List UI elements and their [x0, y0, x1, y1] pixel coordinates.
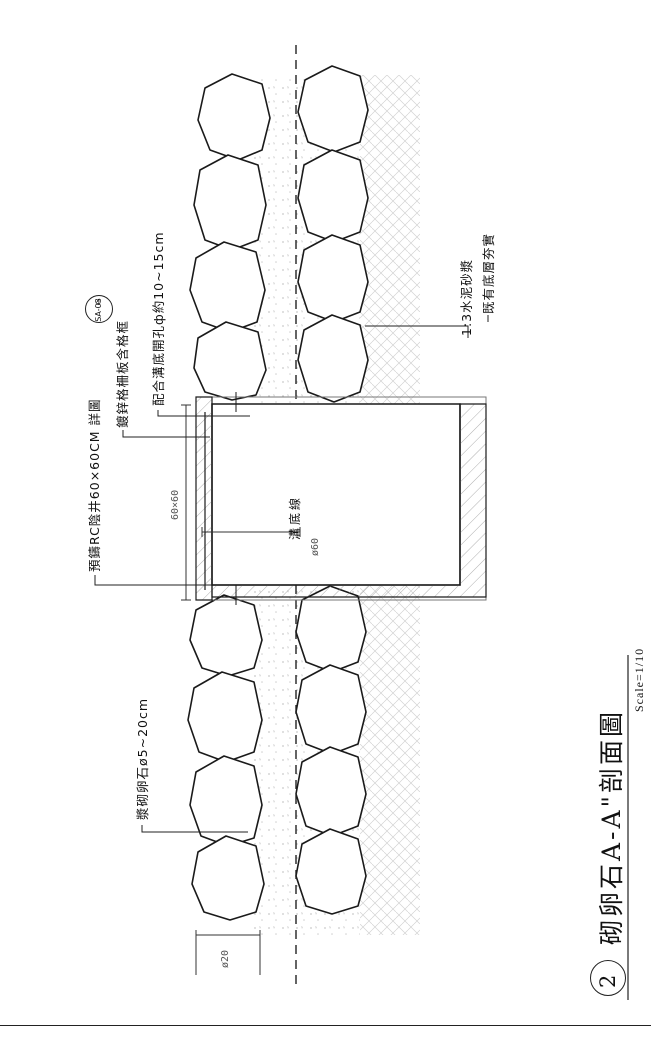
- catch-basin: [195, 392, 487, 605]
- upper-cobblestone-row: [187, 73, 271, 921]
- drawing-number: 2: [596, 974, 620, 988]
- note-drain-holes: 配合溝底開孔ф約10~15cm: [151, 231, 166, 406]
- detail-reference-badge: [85, 295, 113, 323]
- drawing-scale: Scale=1/10: [632, 647, 646, 712]
- detail-number: 4: [95, 298, 101, 307]
- dimension-inner: ø60: [310, 537, 321, 556]
- dimension-outer: 60×60: [170, 489, 181, 520]
- sheet-border: [0, 1025, 651, 1026]
- note-precast-catch-basin: 預鑄RC陰井60×60CM 詳圖: [87, 398, 102, 572]
- drawing-title: 砌卵石A-A"剖面圖: [597, 708, 626, 945]
- detail-sheet: SA-03: [94, 298, 103, 322]
- lower-cobblestone-row: [295, 65, 369, 915]
- note-mortar: 1:3水泥砂漿: [459, 258, 474, 336]
- leader-lines: [94, 315, 489, 833]
- drawing-number-circle: [590, 960, 626, 996]
- note-existing-base: 既有底層夯實: [481, 232, 496, 314]
- ditch-bottom-label: 溝底線: [288, 494, 302, 540]
- note-cobblestone: 漿砌卵石ø5~20cm: [135, 697, 150, 820]
- dimension-left-depth: ø20: [220, 949, 231, 968]
- note-galvanized-grate: 鍍鋅格柵板含格框: [115, 319, 130, 428]
